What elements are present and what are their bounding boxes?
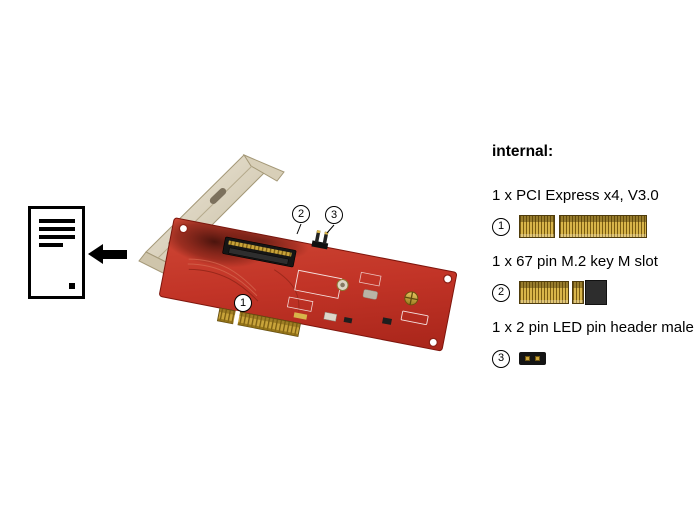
legend-item-2-label: 1 x 67 pin M.2 key M slot: [492, 253, 658, 270]
mounting-hole: [443, 274, 453, 284]
legend-item-2-row: 2: [492, 279, 698, 306]
manual-document-icon: [28, 206, 85, 299]
smd-component: [323, 311, 338, 322]
callout-leader-line: [296, 223, 302, 235]
copper-trace: [273, 269, 300, 312]
callout-1: 1: [234, 294, 252, 312]
pcie-icon-key-segment: [519, 215, 555, 238]
legend-title: internal:: [492, 143, 554, 160]
mounting-hole: [178, 223, 189, 234]
callout-2: 2: [292, 205, 310, 223]
manual-text-line: [39, 235, 75, 239]
copper-trace: [187, 263, 258, 297]
legend-number-2: 2: [492, 283, 510, 302]
legend: internal: 1 x PCI Express x4, V3.0 1 1 x…: [492, 143, 698, 385]
manual-period-dot: [69, 283, 75, 289]
pcie-x4-edge-connector-icon: [519, 215, 647, 238]
legend-item-3-row: 3: [492, 345, 698, 372]
led-pin-header: [311, 230, 329, 250]
m2-icon-pin-segment: [519, 281, 569, 304]
2pin-led-header-icon: [519, 352, 546, 365]
m2-mounting-screw: [404, 291, 419, 306]
pcie-x4-edge-connector: [216, 307, 301, 337]
m2-key-m-slot-icon: [519, 280, 607, 305]
pcie-key-notch: [232, 310, 241, 326]
m2-key-m-slot: [222, 236, 297, 268]
callout-3: 3: [325, 206, 343, 224]
legend-item-1-row: 1: [492, 213, 698, 240]
silkscreen-outline: [286, 296, 314, 312]
m2-icon-short-segment: [572, 281, 584, 304]
callout-leader-line: [326, 224, 335, 234]
copper-trace: [188, 258, 257, 291]
m2-icon-socket-end: [585, 280, 607, 305]
bracket-slot-hole: [209, 187, 227, 205]
manual-text-line: [39, 243, 63, 247]
smd-component: [362, 289, 378, 300]
pcie-icon-main-segment: [559, 215, 647, 238]
manual-text-line: [39, 227, 75, 231]
left-arrow-head-icon: [88, 244, 103, 264]
legend-item-3-label: 1 x 2 pin LED pin header male: [492, 319, 694, 336]
m2-standoff-hole-center: [340, 282, 345, 288]
header-pin-icon: [535, 356, 540, 361]
header-pin-icon: [525, 356, 530, 361]
left-arrow-icon: [103, 250, 127, 259]
legend-item-1-label: 1 x PCI Express x4, V3.0: [492, 187, 659, 204]
silkscreen-logo: [400, 310, 429, 326]
manual-text-line: [39, 219, 75, 223]
copper-trace: [188, 268, 259, 302]
legend-number-1: 1: [492, 217, 510, 236]
mounting-hole: [428, 337, 438, 347]
legend-number-3: 3: [492, 349, 510, 368]
smd-component: [293, 312, 308, 320]
smd-component: [382, 317, 392, 325]
silkscreen-outline: [358, 271, 382, 287]
smd-component: [343, 316, 353, 324]
pcb-card: [159, 217, 458, 352]
